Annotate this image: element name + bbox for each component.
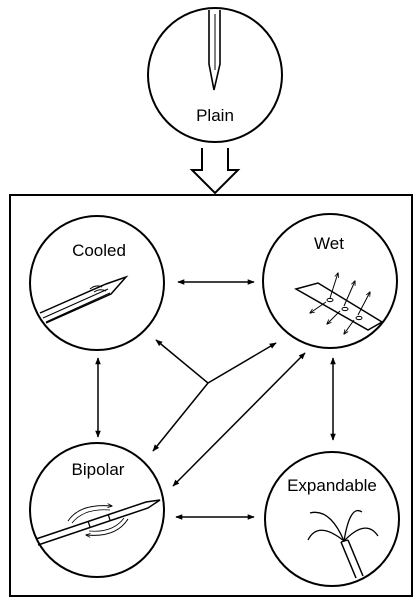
expandable-circle [264,451,400,587]
node-bipolar: Bipolar [29,442,165,578]
hollow-down-arrow [189,148,241,195]
cooled-circle [29,215,165,351]
node-cooled: Cooled [29,215,165,351]
connectors [95,279,336,520]
node-expandable: Expandable [264,451,400,587]
three-way-arrow [152,339,277,452]
plain-circle [147,7,283,143]
bipolar-electrode-icon [35,499,161,546]
wet-circle [262,213,398,349]
wet-electrode-icon [294,273,384,334]
arrow-bipolar-wet [172,352,306,487]
bipolar-label: Bipolar [72,460,125,479]
wet-label: Wet [314,234,344,253]
plain-needle-icon [208,10,221,91]
expandable-label: Expandable [287,476,377,495]
node-wet: Wet [262,213,398,349]
plain-label: Plain [196,106,234,125]
expandable-electrode-icon [307,510,379,579]
node-plain: Plain [147,7,283,143]
cooled-label: Cooled [72,241,126,260]
variants-box [9,194,413,597]
cooled-electrode-icon [39,275,129,324]
